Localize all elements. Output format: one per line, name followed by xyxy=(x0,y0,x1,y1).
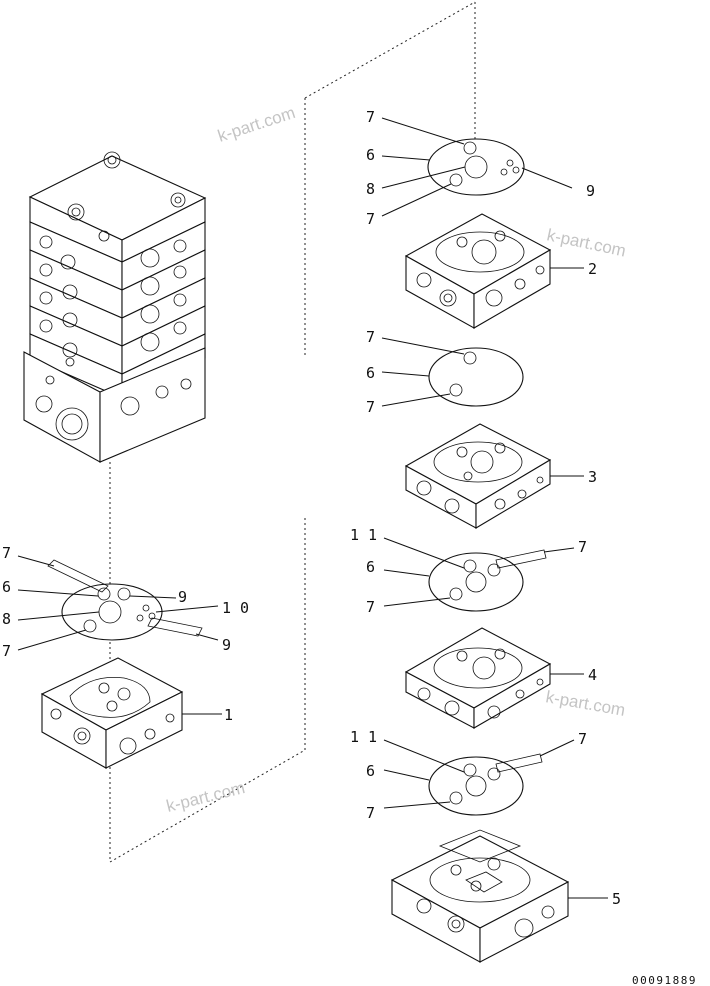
callout-9: 9 xyxy=(178,588,187,606)
callout-7: 7 xyxy=(366,108,375,126)
callout-6: 6 xyxy=(2,578,11,596)
callout-9: 9 xyxy=(222,636,231,654)
callout-7: 7 xyxy=(366,598,375,616)
valve-section-1: 1 xyxy=(40,657,233,769)
callout-7: 7 xyxy=(2,642,11,660)
valve-assembly xyxy=(23,151,207,463)
watermark: k-part.com xyxy=(544,687,626,720)
callout-2: 2 xyxy=(588,260,597,278)
right-seal-plate-2: 7 6 7 xyxy=(366,328,524,416)
callout-6: 6 xyxy=(366,762,375,780)
callout-11: 1 1 xyxy=(350,526,377,544)
valve-section-2: 2 xyxy=(404,213,597,329)
callout-7: 7 xyxy=(578,730,587,748)
valve-section-5: 5 xyxy=(390,829,621,963)
callout-6: 6 xyxy=(366,558,375,576)
drawing-code: 00091889 xyxy=(632,974,697,986)
callout-7: 7 xyxy=(366,804,375,822)
callout-6: 6 xyxy=(366,364,375,382)
callout-3: 3 xyxy=(588,468,597,486)
callout-10: 1 0 xyxy=(222,599,249,617)
callout-7: 7 xyxy=(366,210,375,228)
left-seal-plate: 7 6 8 7 9 1 0 9 xyxy=(2,544,249,660)
right-seal-plate-4: 1 1 6 7 7 xyxy=(350,728,587,822)
callout-7: 7 xyxy=(366,328,375,346)
callout-9: 9 xyxy=(586,182,595,200)
right-seal-plate-1: 7 6 8 7 9 xyxy=(366,108,595,228)
callout-7: 7 xyxy=(578,538,587,556)
watermark: k-part.com xyxy=(215,103,297,146)
callout-4: 4 xyxy=(588,666,597,684)
callout-7: 7 xyxy=(366,398,375,416)
callout-8: 8 xyxy=(366,180,375,198)
watermark: k-part.com xyxy=(164,778,247,816)
valve-section-3: 3 xyxy=(404,423,597,529)
callout-1: 1 xyxy=(224,706,233,724)
callout-8: 8 xyxy=(2,610,11,628)
callout-7: 7 xyxy=(2,544,11,562)
callout-6: 6 xyxy=(366,146,375,164)
right-seal-plate-3: 1 1 6 7 7 xyxy=(350,526,587,616)
valve-section-4: 4 xyxy=(404,627,597,729)
watermark: k-part.com xyxy=(545,225,627,260)
callout-11: 1 1 xyxy=(350,728,377,746)
callout-5: 5 xyxy=(612,890,621,908)
